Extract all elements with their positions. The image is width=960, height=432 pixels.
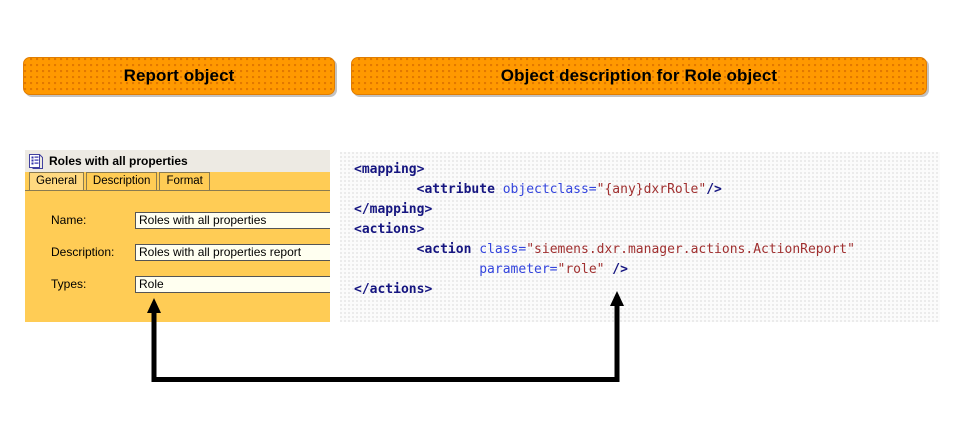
code-token-tag: </mapping> <box>354 202 433 217</box>
code-line-3: <actions> <box>354 220 940 240</box>
description-input[interactable]: Roles with all properties report <box>135 243 330 261</box>
tab-general[interactable]: General <box>29 172 84 190</box>
banner-object-description: Object description for Role object <box>351 57 927 95</box>
banner-report-object-label: Report object <box>123 66 235 85</box>
properties-panel: Roles with all properties General Descri… <box>25 150 330 322</box>
types-label: Types: <box>51 277 87 291</box>
panel-title: Roles with all properties <box>49 154 188 168</box>
code-token-tag: <action <box>416 242 480 257</box>
form-row-types: Types: Role <box>25 275 330 293</box>
code-token-tag: <actions> <box>354 222 425 237</box>
code-token-tag: /> <box>706 182 722 197</box>
tab-format[interactable]: Format <box>159 172 210 190</box>
tabstrip: General Description Format <box>25 172 330 190</box>
xml-code-block: <mapping> <attribute objectclass="{any}d… <box>340 152 940 322</box>
panel-titlebar: Roles with all properties <box>25 150 330 172</box>
banner-report-object: Report object <box>23 57 335 95</box>
code-token-tag: <mapping> <box>354 162 425 177</box>
code-line-0: <mapping> <box>354 160 940 180</box>
document-list-icon <box>29 153 43 169</box>
banner-object-description-label: Object description for Role object <box>500 66 778 85</box>
code-token-tag: </actions> <box>354 282 433 297</box>
code-token-attr: class= <box>479 242 527 257</box>
tab-description[interactable]: Description <box>85 172 158 190</box>
code-token-attr: objectclass= <box>502 182 597 197</box>
description-label: Description: <box>51 245 115 259</box>
code-line-6: </actions> <box>354 280 940 300</box>
code-token-val: "role" <box>557 262 605 277</box>
code-token-val: "{any}dxrRole" <box>596 182 707 197</box>
code-token-attr: parameter= <box>479 262 558 277</box>
code-line-2: </mapping> <box>354 200 940 220</box>
code-token-tag: /> <box>604 262 628 277</box>
code-token-tag: <attribute <box>416 182 503 197</box>
code-line-4: <action class="siemens.dxr.manager.actio… <box>354 240 940 260</box>
code-line-1: <attribute objectclass="{any}dxrRole"/> <box>354 180 940 200</box>
name-label: Name: <box>51 213 87 227</box>
form-row-description: Description: Roles with all properties r… <box>25 243 330 261</box>
code-token-val: "siemens.dxr.manager.actions.ActionRepor… <box>526 242 855 257</box>
types-input[interactable]: Role <box>135 275 330 293</box>
name-input[interactable]: Roles with all properties <box>135 211 330 229</box>
tab-panel-general: Name: Roles with all properties Descript… <box>25 190 330 322</box>
form-row-name: Name: Roles with all properties <box>25 211 330 229</box>
code-line-5: parameter="role" /> <box>354 260 940 280</box>
